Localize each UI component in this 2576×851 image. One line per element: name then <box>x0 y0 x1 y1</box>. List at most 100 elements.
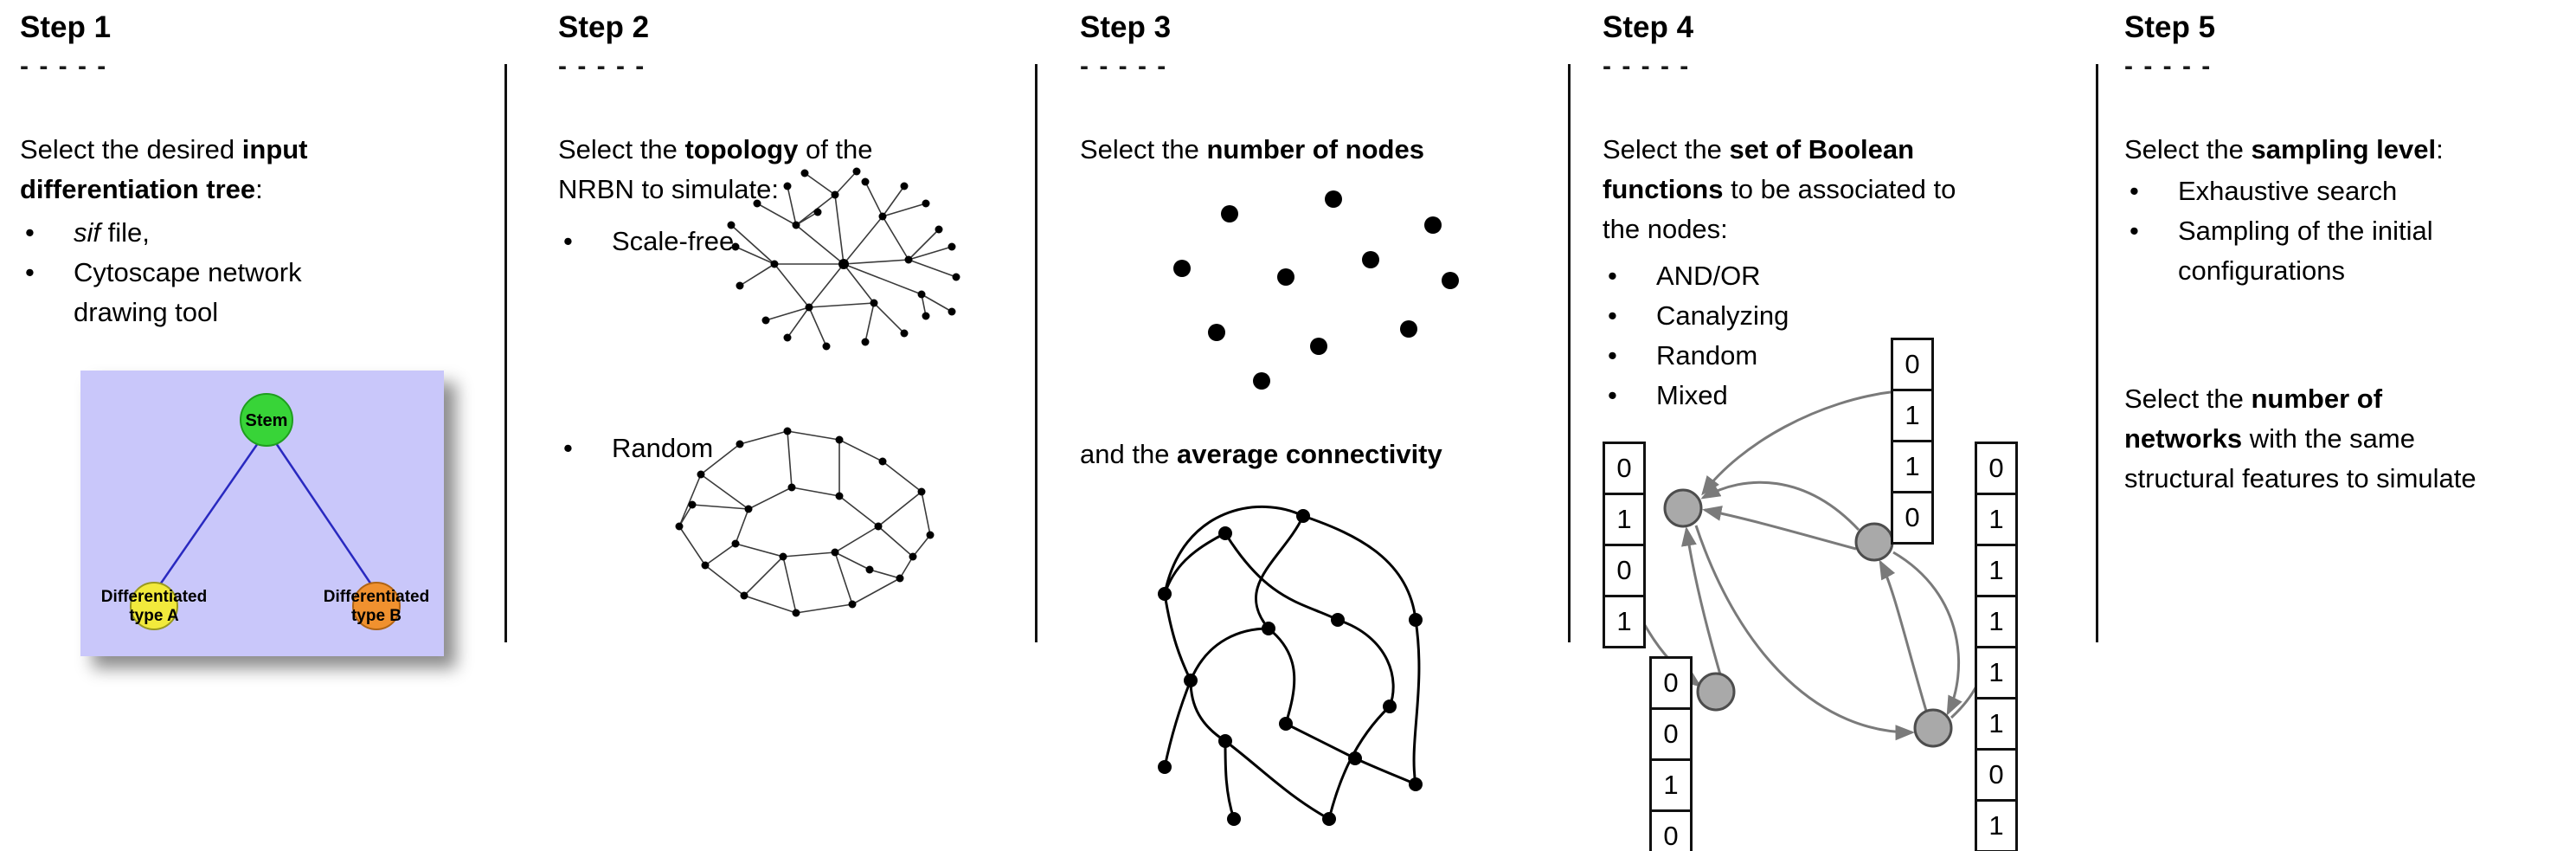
step-4-column: Step 4 - - - - - Select the set of Boole… <box>1603 0 2092 851</box>
wiring-arrows <box>1641 390 1995 741</box>
bullet-text: Random <box>612 433 714 463</box>
bullet-marker: • <box>1608 380 1617 410</box>
type-b-label-line2: type B <box>351 607 401 625</box>
bullet-item: • Mixed <box>1608 376 1789 416</box>
divider-1 <box>504 64 507 642</box>
type-a-label-line2: type A <box>129 607 179 625</box>
truth-table-cell: 0 <box>1975 748 2018 802</box>
truth-table-cell: 1 <box>1975 595 2018 648</box>
boolean-nodes <box>1663 488 1953 748</box>
step-5-title: Step 5 <box>2124 10 2216 44</box>
intro-line: functions to be associated to <box>1603 174 1956 204</box>
intro-line: NRBN to simulate: <box>558 174 779 204</box>
step-3-title: Step 3 <box>1080 10 1172 44</box>
bullet-item: • Cytoscape network <box>25 253 302 293</box>
step-1-intro: Select the desired input differentiation… <box>20 130 308 210</box>
scatter-dots <box>1173 190 1459 390</box>
step-5-dashes: - - - - - <box>2124 52 2213 81</box>
truth-table-cell: 1 <box>1975 799 2018 851</box>
random-nodes <box>675 427 935 617</box>
bullet-marker: • <box>563 226 573 256</box>
network-node <box>1913 708 1953 748</box>
truth-table-cell: 1 <box>1649 758 1693 812</box>
bullet-item: • Canalyzing <box>1608 296 1789 336</box>
tree-edges <box>157 442 375 588</box>
type-a-node <box>130 582 178 630</box>
step-4-title: Step 4 <box>1603 10 1694 44</box>
bullet-text: Exhaustive search <box>2178 176 2398 206</box>
differentiation-tree-svg: Stem Differentiated type A Differentiate… <box>80 371 444 656</box>
truth-table-cell: 0 <box>1891 338 1934 391</box>
bullet-item: drawing tool <box>25 293 302 332</box>
bullet-text: sif file, <box>74 217 150 248</box>
bullet-item: • sif file, <box>25 213 302 253</box>
step-1-column: Step 1 - - - - - Select the desired inpu… <box>20 0 494 851</box>
truth-table-bottom-left: 0 0 1 0 <box>1649 656 1693 851</box>
truth-table-left: 0 1 0 1 <box>1603 442 1646 648</box>
type-b-node <box>352 582 401 630</box>
step-1-title: Step 1 <box>20 10 112 44</box>
step-2-dashes: - - - - - <box>558 52 646 81</box>
step-2-title: Step 2 <box>558 10 650 44</box>
divider-4 <box>2096 64 2098 642</box>
intro-line: the nodes: <box>1603 214 1728 244</box>
step-1-dashes: - - - - - <box>20 52 108 81</box>
bullet-marker: • <box>2130 176 2139 206</box>
bullet-marker: • <box>1608 340 1617 371</box>
bullet-text: Sampling of the initial <box>2178 216 2433 246</box>
bullet-marker: • <box>25 217 35 248</box>
bullet-marker <box>25 293 74 332</box>
bullet-text: configurations <box>2178 255 2346 286</box>
truth-table-cell: 0 <box>1649 656 1693 710</box>
truth-table-cell: 1 <box>1891 389 1934 442</box>
networks-line: structural features to simulate <box>2124 463 2476 493</box>
step-3-nodes-line: Select the number of nodes <box>1080 130 1424 170</box>
networks-line: networks with the same <box>2124 423 2415 454</box>
type-b-label-line1: Differentiated <box>324 588 429 606</box>
bullet-text: drawing tool <box>74 297 219 327</box>
intro-line: differentiation tree: <box>20 174 263 204</box>
step-5-networks-paragraph: Select the number of networks with the s… <box>2124 379 2476 499</box>
network-node <box>1854 522 1894 562</box>
network-node <box>1663 488 1703 528</box>
bullet-text: Canalyzing <box>1656 300 1789 331</box>
truth-table-cell: 1 <box>1975 646 2018 699</box>
truth-table-cell: 0 <box>1603 442 1646 495</box>
truth-table-cell: 0 <box>1649 707 1693 761</box>
scale-free-nodes <box>727 167 960 351</box>
truth-table-top: 0 1 1 0 <box>1891 338 1934 545</box>
step-1-bullet-list: • sif file, • Cytoscape network drawing … <box>25 213 302 332</box>
intro-line: Select the set of Boolean <box>1603 134 1915 164</box>
divider-2 <box>1035 64 1037 642</box>
step-5-bullet-list: • Exhaustive search • Sampling of the in… <box>2130 171 2433 291</box>
bullet-item: • Exhaustive search <box>2130 171 2433 211</box>
intro-line: Select the topology of the <box>558 134 873 164</box>
connectivity-network-graphic <box>1158 505 1423 826</box>
stem-node-label: Stem <box>246 411 288 430</box>
random-network-graphic <box>675 427 935 617</box>
stem-node <box>240 393 293 447</box>
truth-table-cell: 1 <box>1603 595 1646 648</box>
truth-table-cell: 1 <box>1603 493 1646 546</box>
step-2-column: Step 2 - - - - - Select the topology of … <box>558 0 1015 851</box>
step-3-dashes: - - - - - <box>1080 52 1168 81</box>
step-4-bullet-list: • AND/OR • Canalyzing • Random • Mixed <box>1608 256 1789 416</box>
bullet-text: Random <box>1656 340 1758 371</box>
boolean-network-area: 0 1 0 1 0 1 1 0 0 0 1 0 0 1 1 1 <box>1603 322 2087 851</box>
truth-table-cell: 0 <box>1975 442 2018 495</box>
bullet-text: Mixed <box>1656 380 1728 410</box>
step-5-intro: Select the sampling level: <box>2124 130 2444 170</box>
bullet-random: • Random <box>563 429 713 468</box>
connectivity-nodes <box>1158 509 1423 826</box>
bullet-scale-free: • Scale-free <box>563 222 734 261</box>
divider-3 <box>1568 64 1571 642</box>
truth-table-cell: 1 <box>1975 697 2018 751</box>
bullet-item: • AND/OR <box>1608 256 1789 296</box>
random-edges <box>678 430 931 614</box>
bullet-text: Cytoscape network <box>74 257 302 287</box>
step-2-intro: Select the topology of the NRBN to simul… <box>558 130 873 210</box>
truth-table-cell: 1 <box>1975 544 2018 597</box>
truth-table-cell: 1 <box>1975 493 2018 546</box>
connectivity-edges <box>1163 505 1421 821</box>
